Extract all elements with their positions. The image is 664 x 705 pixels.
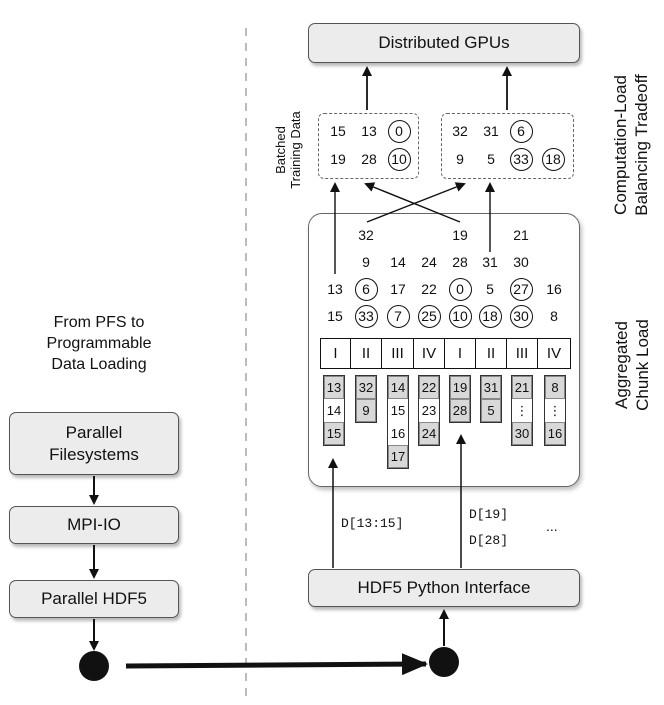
chunk-column: 22 23 24 xyxy=(418,375,440,446)
computation-load-balancing-label: Computation-Load Balancing Tradeoff xyxy=(611,74,651,216)
hdf5-python-interface-box: HDF5 Python Interface xyxy=(308,569,580,607)
grid-value: 30 xyxy=(509,304,533,328)
grid-value: 8 xyxy=(550,308,558,324)
grid-value: 0 xyxy=(448,277,472,301)
grid-value: 25 xyxy=(417,304,441,328)
grid-value: 32 xyxy=(358,227,374,243)
chunk-column: 32 9 xyxy=(355,375,377,423)
batch-right-value: 32 xyxy=(452,123,468,139)
batch-box-left xyxy=(318,113,419,179)
batch-left-value: 0 xyxy=(387,119,411,143)
grid-value: 14 xyxy=(390,254,406,270)
batch-left-value: 13 xyxy=(361,123,377,139)
chunk-column: 21 ⋮ 30 xyxy=(511,375,533,446)
chunk-column: 8 ⋮ 16 xyxy=(544,375,566,446)
batch-left-value: 28 xyxy=(361,151,377,167)
read-label: D[28] xyxy=(469,533,509,548)
grid-value: 31 xyxy=(482,254,498,270)
grid-value: 6 xyxy=(354,277,378,301)
grid-value: 15 xyxy=(327,308,343,324)
roman-cell: I xyxy=(320,338,351,369)
grid-value: 28 xyxy=(452,254,468,270)
roman-cell: III xyxy=(382,338,414,369)
grid-value: 10 xyxy=(448,304,472,328)
aggregated-chunk-load-label: Aggregated Chunk Load xyxy=(612,319,652,411)
read-label: ... xyxy=(546,518,558,534)
right-dot xyxy=(429,647,459,677)
grid-value: 18 xyxy=(478,304,502,328)
batch-right-value: 9 xyxy=(456,151,464,167)
batch-left-value: 10 xyxy=(387,147,411,171)
roman-cell: IV xyxy=(414,338,445,369)
batch-right-value: 31 xyxy=(483,123,499,139)
grid-value: 24 xyxy=(421,254,437,270)
batch-left-value: 19 xyxy=(330,151,346,167)
grid-value: 30 xyxy=(513,254,529,270)
batched-training-data-label: Batched Training Data xyxy=(273,111,303,189)
batch-right-value: 5 xyxy=(487,151,495,167)
chunk-column: 14 15 16 17 xyxy=(387,375,409,469)
grid-value: 17 xyxy=(390,281,406,297)
batch-box-right xyxy=(441,113,574,179)
roman-cell: II xyxy=(351,338,382,369)
grid-value: 13 xyxy=(327,281,343,297)
batch-right-value: 6 xyxy=(509,119,533,143)
grid-value: 5 xyxy=(486,281,494,297)
grid-value: 21 xyxy=(513,227,529,243)
grid-value: 19 xyxy=(452,227,468,243)
grid-value: 16 xyxy=(546,281,562,297)
batch-right-value: 33 xyxy=(509,147,533,171)
parallel-hdf5-box: Parallel HDF5 xyxy=(9,580,179,618)
grid-value: 7 xyxy=(386,304,410,328)
distributed-gpus-box: Distributed GPUs xyxy=(308,23,580,63)
chunk-column: 19 28 xyxy=(449,375,471,423)
roman-cell: III xyxy=(507,338,538,369)
left-caption: From PFS to Programmable Data Loading xyxy=(46,314,152,373)
read-label: D[19] xyxy=(469,507,509,522)
grid-value: 27 xyxy=(509,277,533,301)
batch-left-value: 15 xyxy=(330,123,346,139)
roman-cell: II xyxy=(476,338,507,369)
grid-value: 33 xyxy=(354,304,378,328)
grid-value: 9 xyxy=(362,254,370,270)
chunk-column: 13 14 15 xyxy=(323,375,345,446)
left-dot xyxy=(79,651,109,681)
batch-right-value: 18 xyxy=(541,147,565,171)
grid-value: 22 xyxy=(421,281,437,297)
roman-cell: IV xyxy=(538,338,571,369)
chunk-column: 31 5 xyxy=(480,375,502,423)
mpi-io-box: MPI-IO xyxy=(9,506,179,544)
roman-cell: I xyxy=(445,338,476,369)
read-label: D[13:15] xyxy=(341,516,404,531)
